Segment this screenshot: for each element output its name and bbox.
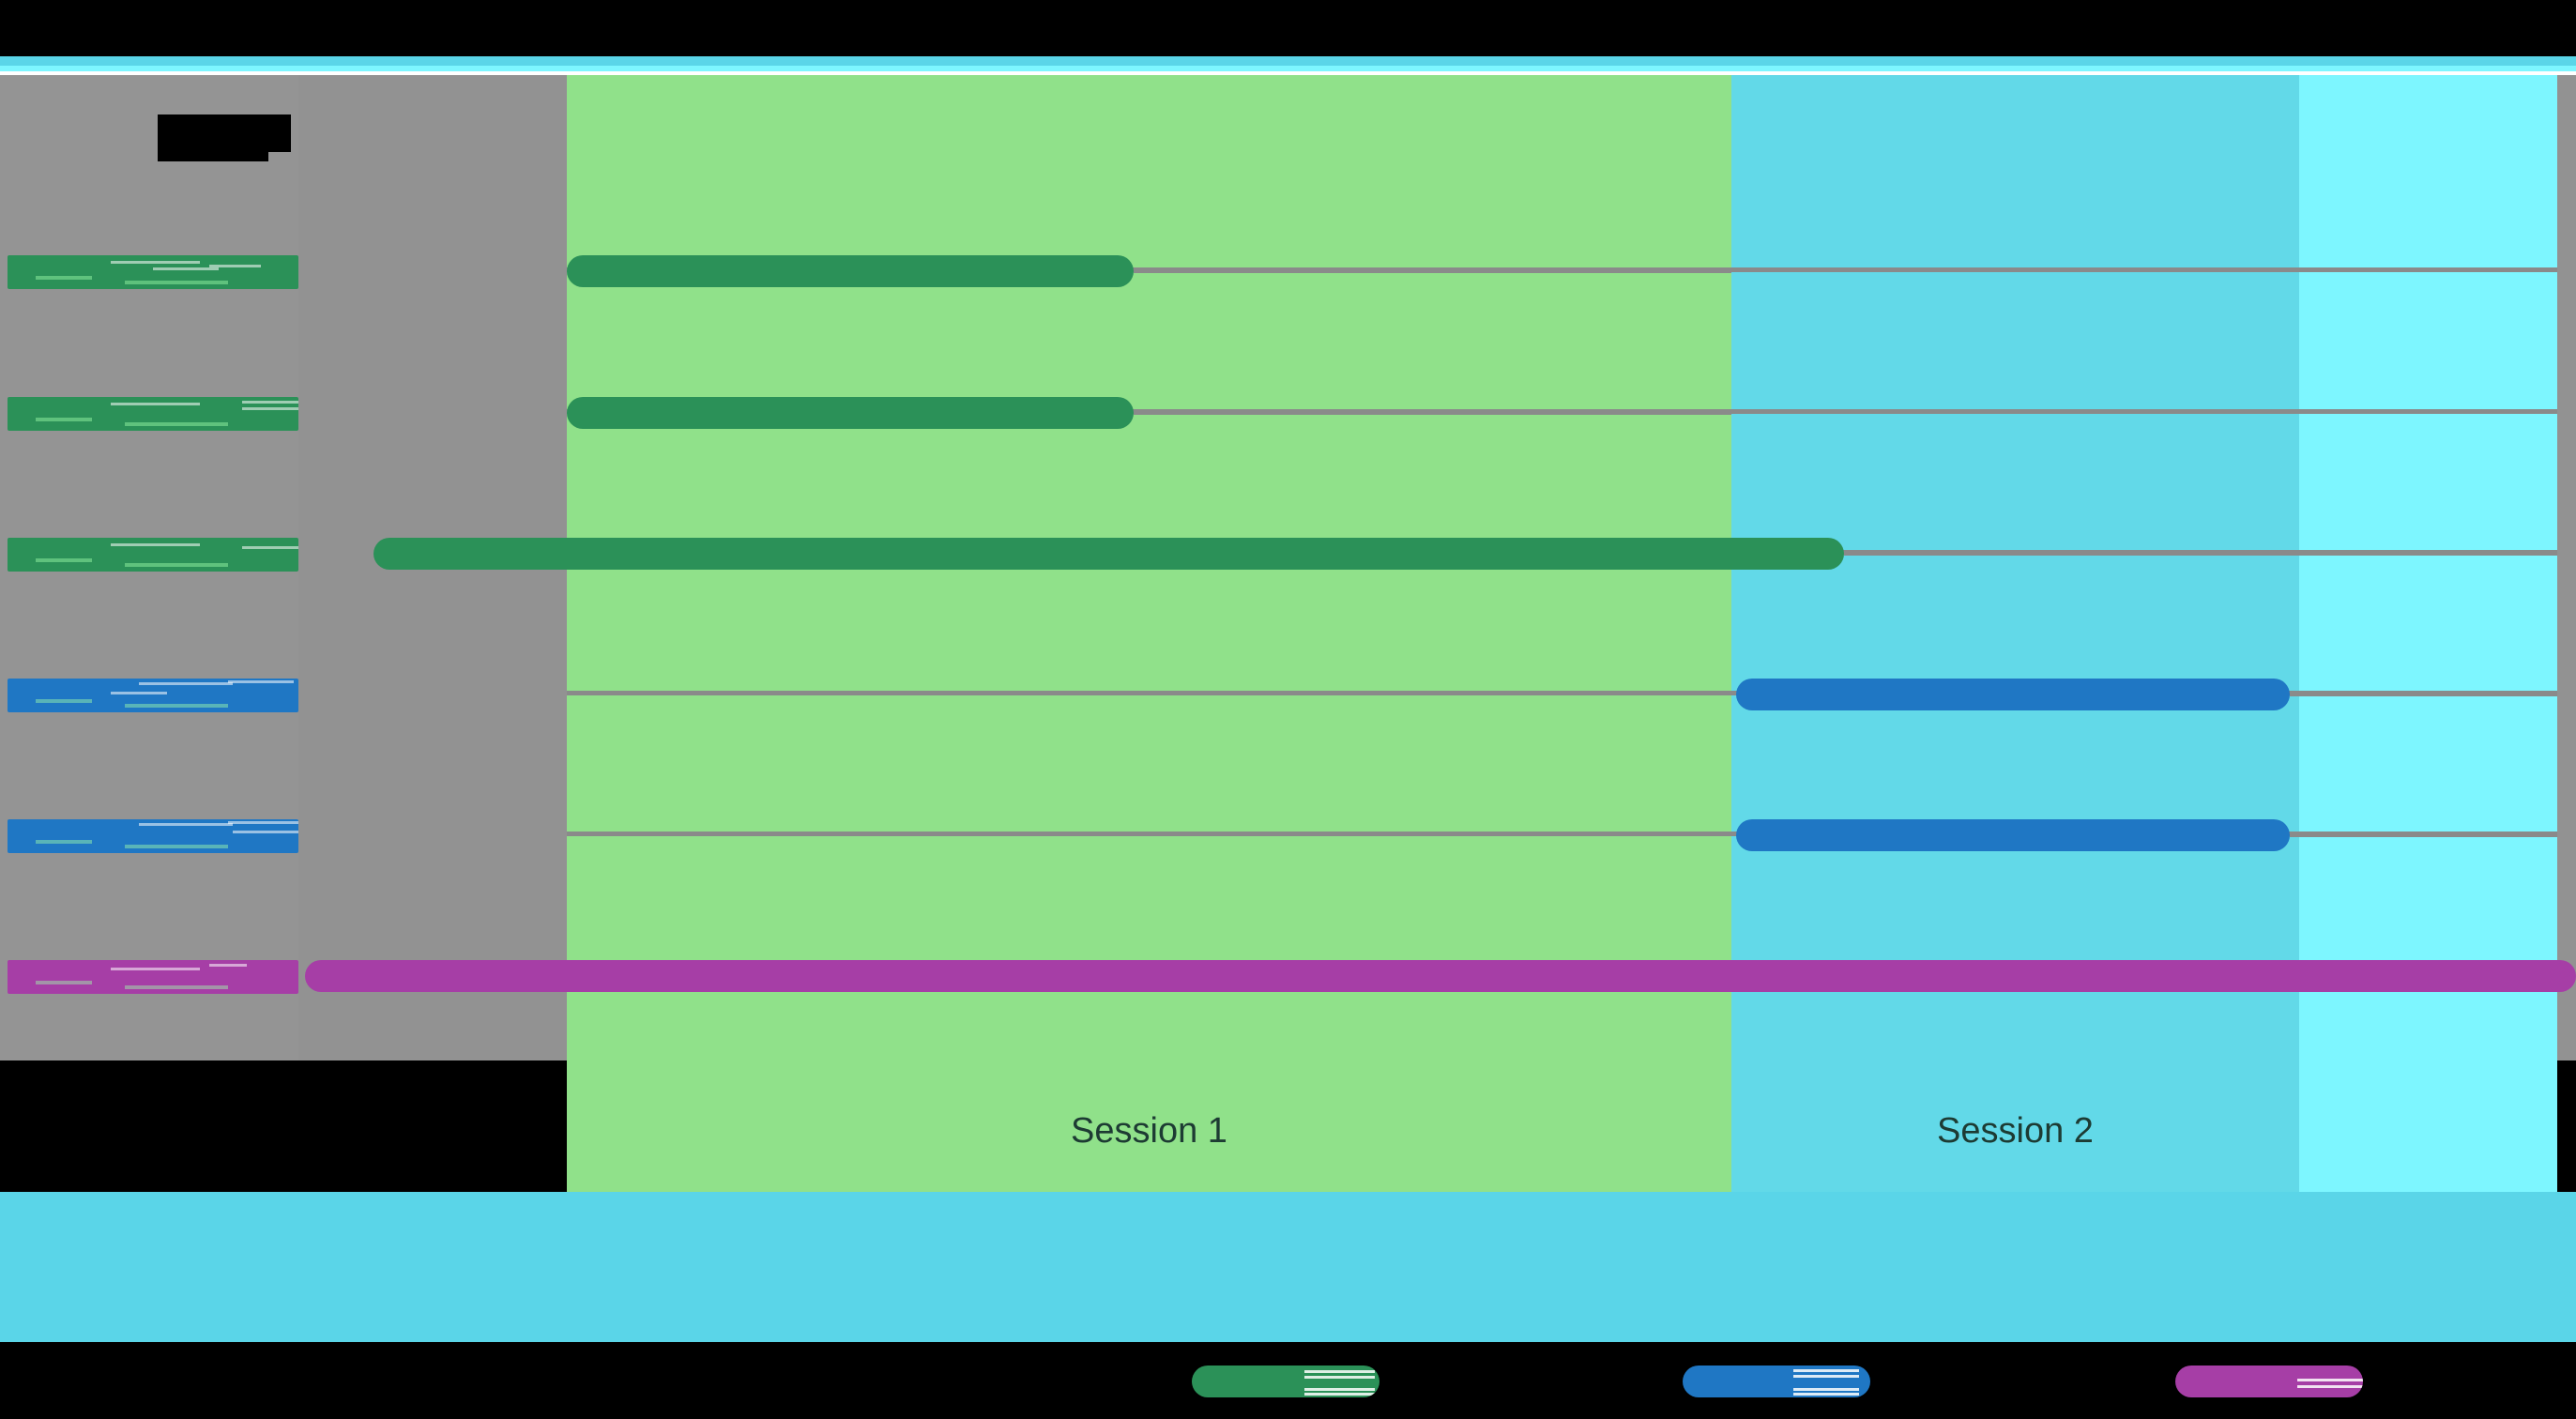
- session-band-1: [567, 75, 1731, 1192]
- session-band-3: [2299, 75, 2557, 1192]
- session-band-2: [1731, 75, 2299, 1192]
- gantt-bar-dataset-b1[interactable]: [1736, 679, 2290, 710]
- axis-label-dataset-c1: [8, 960, 298, 994]
- bar-tail-row-4: [2290, 832, 2557, 837]
- top-accent-strip-primary: [0, 56, 2576, 66]
- legend-swatch-group-a[interactable]: [1192, 1366, 1379, 1397]
- chart-title: [158, 114, 291, 152]
- gantt-bar-dataset-a2[interactable]: [567, 397, 1134, 429]
- axis-label-dataset-a3: [8, 538, 298, 572]
- right-gutter: [2557, 75, 2576, 1060]
- gridline-row-3: [567, 691, 2557, 695]
- gridline-row-4: [567, 832, 2557, 836]
- gantt-bar-dataset-b2[interactable]: [1736, 819, 2290, 851]
- bar-tail-row-2: [1844, 551, 2557, 556]
- legend-swatch-group-c[interactable]: [2175, 1366, 2363, 1397]
- gantt-bar-dataset-c1[interactable]: [305, 960, 2576, 992]
- footer-band: [0, 1192, 2576, 1342]
- gantt-bar-dataset-a3[interactable]: [373, 538, 1844, 570]
- axis-label-dataset-a1: [8, 255, 298, 289]
- top-accent-strip-white: [0, 71, 2576, 75]
- bar-tail-row-0: [1134, 268, 1731, 273]
- axis-label-dataset-b1: [8, 679, 298, 712]
- bar-tail-row-1: [1134, 410, 1731, 415]
- axis-label-dataset-a2: [8, 397, 298, 431]
- gantt-bar-dataset-a1[interactable]: [567, 255, 1134, 287]
- legend-swatch-group-b[interactable]: [1683, 1366, 1870, 1397]
- chart-title-underline: [158, 152, 268, 161]
- top-accent-strip-secondary: [0, 66, 2576, 71]
- bar-tail-row-3: [2290, 692, 2557, 696]
- axis-label-dataset-b2: [8, 819, 298, 853]
